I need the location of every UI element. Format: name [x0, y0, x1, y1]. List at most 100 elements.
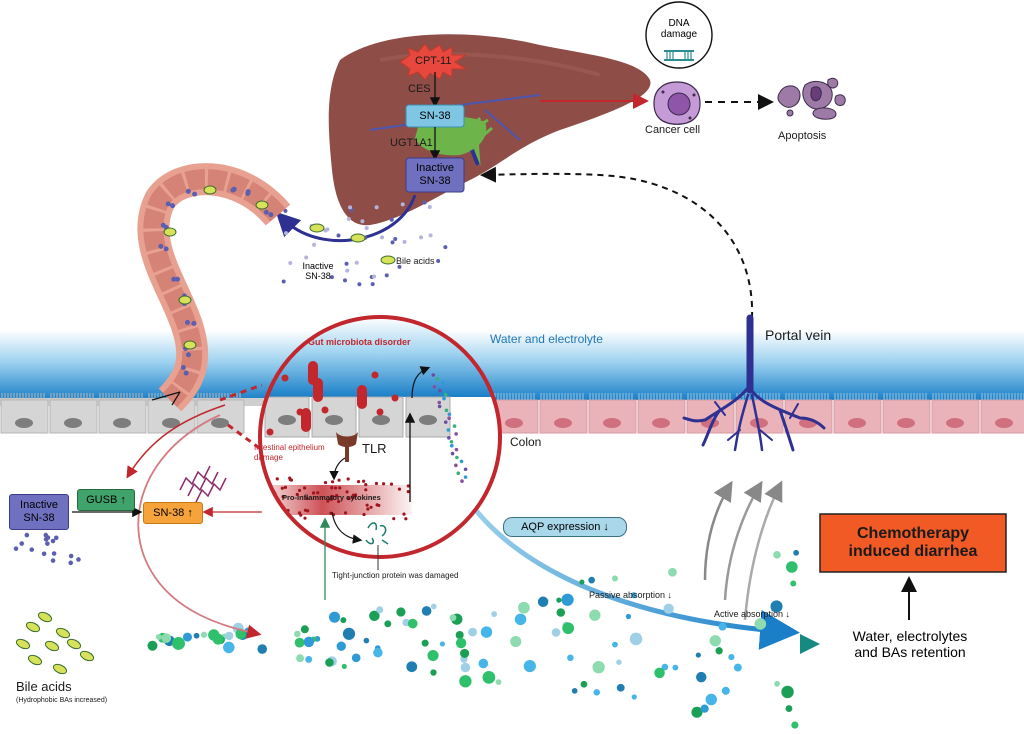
retention-line1: Water, electrolytes	[852, 627, 968, 644]
cytokine-dot	[406, 490, 410, 494]
lumen-particle	[785, 705, 793, 712]
cytokine-dot	[280, 486, 284, 490]
cytokine-dot	[303, 486, 307, 490]
inset-nucleus	[419, 415, 437, 425]
sn38-liver-label: SN-38	[419, 109, 451, 122]
sn38-dot	[427, 205, 432, 210]
sn38-dot	[400, 202, 405, 207]
cytokine-dot	[335, 493, 339, 498]
grey-nucleus	[15, 418, 33, 428]
epithelium-line1: Intestinal epithelium	[254, 443, 325, 452]
sn38-dot	[422, 200, 427, 205]
cytokine-dot	[364, 488, 368, 492]
leak-dot	[444, 408, 449, 413]
lumen-particle	[567, 654, 574, 662]
lumen-particle	[668, 567, 677, 577]
tube-bile-acid	[255, 200, 269, 210]
bile-inactive-line2: SN-38	[305, 271, 331, 281]
lumen-particle	[537, 596, 549, 607]
lumen-particle	[427, 649, 439, 662]
cytokine-dot	[364, 483, 368, 487]
bile-acid-particle	[309, 223, 325, 233]
sn38-dot	[390, 240, 395, 245]
sn38-dot	[288, 261, 293, 266]
pink-nucleus	[897, 418, 915, 428]
cytokine-dot	[381, 482, 386, 486]
tube-bile-acid	[178, 295, 192, 305]
lumen-particle	[551, 628, 561, 637]
lumen-particle	[376, 606, 384, 614]
grey-nucleus	[162, 418, 180, 428]
cytokine-dot	[357, 480, 361, 484]
outcome-line1: Chemotherapy	[856, 524, 970, 542]
leak-dot	[435, 377, 439, 381]
lumen-particle	[407, 618, 418, 629]
pink-nucleus	[848, 418, 866, 428]
lumen-particle	[709, 635, 721, 647]
lumen-particle	[257, 644, 268, 654]
grey-nucleus	[211, 418, 229, 428]
sn38-dot	[354, 260, 359, 265]
cytokine-dot	[406, 484, 410, 488]
lumen-particle	[459, 675, 472, 688]
leak-dot	[454, 447, 459, 452]
retention-label: Water, electrolytes and BAs retention	[830, 624, 990, 664]
lumen-sn38-dot	[68, 560, 74, 566]
lumen-particle	[342, 627, 356, 640]
lumen-particle	[336, 641, 346, 651]
cancer-cell-label: Cancer cell	[645, 124, 701, 136]
tube-sn38-dot	[185, 188, 191, 194]
lumen-particle	[589, 609, 601, 621]
lumen-particle	[193, 632, 200, 639]
cytokine-dot	[330, 486, 334, 490]
sn38-dot	[393, 236, 398, 241]
dna-line1: DNA	[668, 17, 690, 29]
cytokine-dot	[288, 476, 292, 480]
epithelium-line2: damage	[254, 453, 283, 463]
lumen-particle	[482, 671, 496, 684]
bacterium	[357, 385, 367, 409]
cancer-cell-icon	[653, 81, 701, 125]
bile-acids-legend-label: Bile acids	[396, 256, 435, 266]
microbe-dot	[391, 394, 399, 402]
sn38-dot	[428, 233, 433, 238]
lumen-particle	[455, 630, 464, 640]
cytokine-dot	[316, 491, 320, 495]
lumen-particle	[491, 611, 498, 617]
leak-dot	[447, 412, 452, 417]
lumen-particle	[556, 597, 562, 603]
lumen-particle	[616, 683, 625, 692]
lumen-particle	[691, 706, 703, 718]
lumen-particle	[369, 610, 380, 622]
lumen-particle	[695, 652, 701, 658]
lumen-sn38-dot	[29, 547, 35, 552]
lumen-inactive-sn38-box: Inactive SN-38	[9, 494, 69, 530]
lumen-particle	[663, 603, 674, 614]
microbe-dot	[376, 408, 384, 416]
grey-cell	[49, 399, 98, 434]
leak-dot	[446, 428, 451, 432]
lumen-sn38-dot	[43, 532, 49, 538]
inset-title: Gut microbiota disorder	[308, 337, 411, 347]
cytokine-dot	[334, 486, 338, 490]
lumen-particle	[616, 659, 622, 665]
outcome-box	[819, 513, 1007, 573]
leak-dot	[454, 463, 458, 468]
lumen-particle	[786, 561, 798, 573]
pink-cell	[637, 399, 686, 434]
pink-cell	[882, 399, 931, 434]
pink-nucleus	[505, 418, 523, 428]
cytokine-dot	[297, 511, 302, 515]
passive-absorption-label: Passive absorption ↓	[589, 590, 673, 600]
tube-sn38-dot	[191, 320, 197, 326]
sn38-dot	[312, 242, 317, 247]
sn38-dot	[342, 278, 347, 283]
microbe-dot	[266, 428, 274, 436]
tube-sn38-dot	[171, 276, 177, 282]
lumen-particle	[449, 614, 457, 622]
lumen-particle	[340, 617, 347, 624]
cytokine-dot	[397, 487, 402, 491]
leak-dot	[455, 455, 459, 460]
bacterium	[308, 361, 318, 385]
